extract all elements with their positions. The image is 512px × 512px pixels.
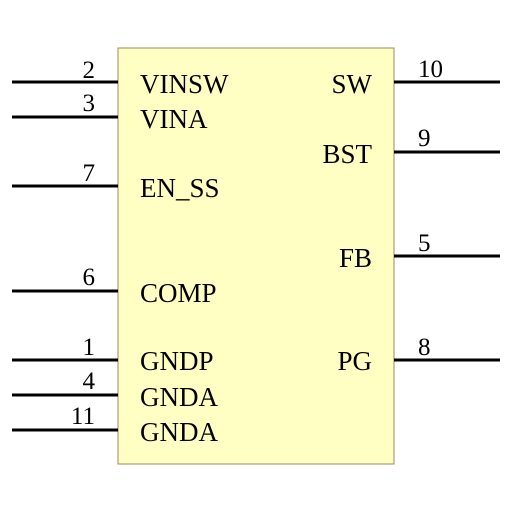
left-pin-vinsw: 2 VINSW	[12, 57, 229, 99]
pin-number: 10	[418, 56, 443, 83]
pin-number: 5	[418, 230, 431, 257]
right-pin-pg: 8 PG	[337, 334, 500, 376]
pin-name: VINA	[140, 104, 208, 134]
left-pin-gndp: 1 GNDP	[12, 334, 214, 376]
right-pin-fb: 5 FB	[339, 230, 500, 273]
pin-name: PG	[337, 346, 372, 376]
pin-number: 1	[83, 334, 96, 361]
left-pin-gnda-11: 11 GNDA	[12, 403, 218, 447]
pin-name: FB	[339, 243, 372, 273]
left-pin-gnda-4: 4 GNDA	[12, 368, 218, 412]
left-pin-comp: 6 COMP	[12, 264, 217, 308]
left-pin-vina: 3 VINA	[12, 90, 208, 134]
right-pin-sw: 10 SW	[332, 56, 500, 99]
pin-number: 11	[71, 403, 95, 430]
pin-number: 8	[418, 334, 431, 361]
right-pin-bst: 9 BST	[322, 125, 500, 169]
pin-number: 6	[83, 264, 96, 291]
pin-name: GNDA	[140, 382, 218, 412]
pin-number: 7	[83, 160, 96, 187]
pin-number: 4	[83, 368, 96, 395]
pin-number: 2	[83, 57, 96, 84]
ic-body	[117, 47, 395, 465]
pin-name: GNDA	[140, 417, 218, 447]
pin-name: BST	[322, 139, 372, 169]
pin-name: VINSW	[140, 69, 229, 99]
pin-name: SW	[332, 69, 373, 99]
pin-name: EN_SS	[140, 173, 220, 203]
pin-number: 3	[83, 90, 96, 117]
pin-name: GNDP	[140, 346, 214, 376]
pin-number: 9	[418, 125, 431, 152]
pin-name: COMP	[140, 278, 217, 308]
left-pin-en-ss: 7 EN_SS	[12, 160, 220, 203]
